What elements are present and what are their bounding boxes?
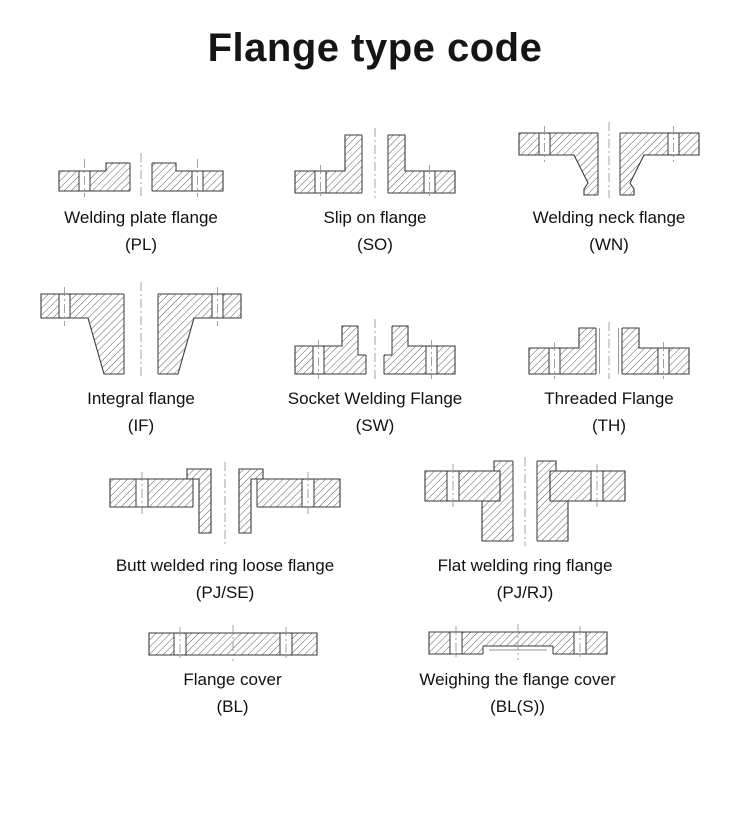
- flat-welding-ring-flange-drawing: [420, 456, 630, 547]
- flange-name: Welding plate flange: [64, 208, 218, 227]
- flange-code: (IF): [127, 416, 155, 435]
- welding-plate-flange-drawing: [51, 117, 231, 199]
- flange-name: Flange cover: [183, 670, 282, 689]
- flange-code: (PL): [124, 235, 158, 254]
- flange-cover-drawing: [143, 621, 323, 661]
- flange-row-4: Flange cover (BL) Weighi: [0, 621, 750, 717]
- flange-row-2: Integral flange (IF): [0, 277, 750, 436]
- flange-item-threaded: Threaded Flange (TH): [492, 277, 726, 436]
- flange-name: Threaded Flange: [544, 389, 674, 408]
- flange-item-butt-welded-ring-loose: Butt welded ring loose flange (PJ/SE): [75, 456, 375, 603]
- flange-code: (SO): [357, 235, 393, 254]
- flange-name: Slip on flange: [323, 208, 427, 227]
- flange-name: Weighing the flange cover: [419, 670, 616, 689]
- butt-welded-ring-loose-flange-drawing: [105, 456, 345, 547]
- flange-name: Integral flange: [87, 389, 195, 408]
- flange-item-flange-cover: Flange cover (BL): [90, 621, 375, 717]
- flange-item-flat-welding-ring: Flat welding ring flange (PJ/RJ): [375, 456, 675, 603]
- page-title: Flange type code: [207, 26, 543, 70]
- flange-name: Flat welding ring flange: [437, 556, 613, 575]
- flange-code: (TH): [592, 416, 626, 435]
- flange-code: (PJ/RJ): [496, 583, 554, 602]
- weighing-flange-cover-drawing: [423, 621, 613, 661]
- flange-code: (BL): [216, 697, 249, 716]
- flange-item-slip-on: Slip on flange (SO): [258, 117, 492, 255]
- welding-neck-flange-drawing: [514, 117, 704, 199]
- flange-name: Socket Welding Flange: [287, 389, 463, 408]
- flange-item-welding-plate: Welding plate flange (PL): [24, 117, 258, 255]
- flange-code: (PJ/SE): [195, 583, 255, 602]
- flange-item-welding-neck: Welding neck flange (WN): [492, 117, 726, 255]
- flange-code: (WN): [589, 235, 629, 254]
- flange-row-1: Welding plate flange (PL) Slip on flange: [0, 117, 750, 255]
- flange-name: Welding neck flange: [532, 208, 686, 227]
- threaded-flange-drawing: [524, 277, 694, 380]
- flange-item-socket-welding: Socket Welding Flange (SW): [258, 277, 492, 436]
- flange-item-weighing-flange-cover: Weighing the flange cover (BL(S)): [375, 621, 660, 717]
- socket-welding-flange-drawing: [290, 277, 460, 380]
- flange-row-3: Butt welded ring loose flange (PJ/SE): [0, 456, 750, 603]
- flange-item-integral: Integral flange (IF): [24, 277, 258, 436]
- flange-code: (BL(S)): [490, 697, 545, 716]
- flange-name: Butt welded ring loose flange: [115, 556, 335, 575]
- slip-on-flange-drawing: [290, 117, 460, 199]
- integral-flange-drawing: [36, 277, 246, 380]
- flange-code: (SW): [355, 416, 395, 435]
